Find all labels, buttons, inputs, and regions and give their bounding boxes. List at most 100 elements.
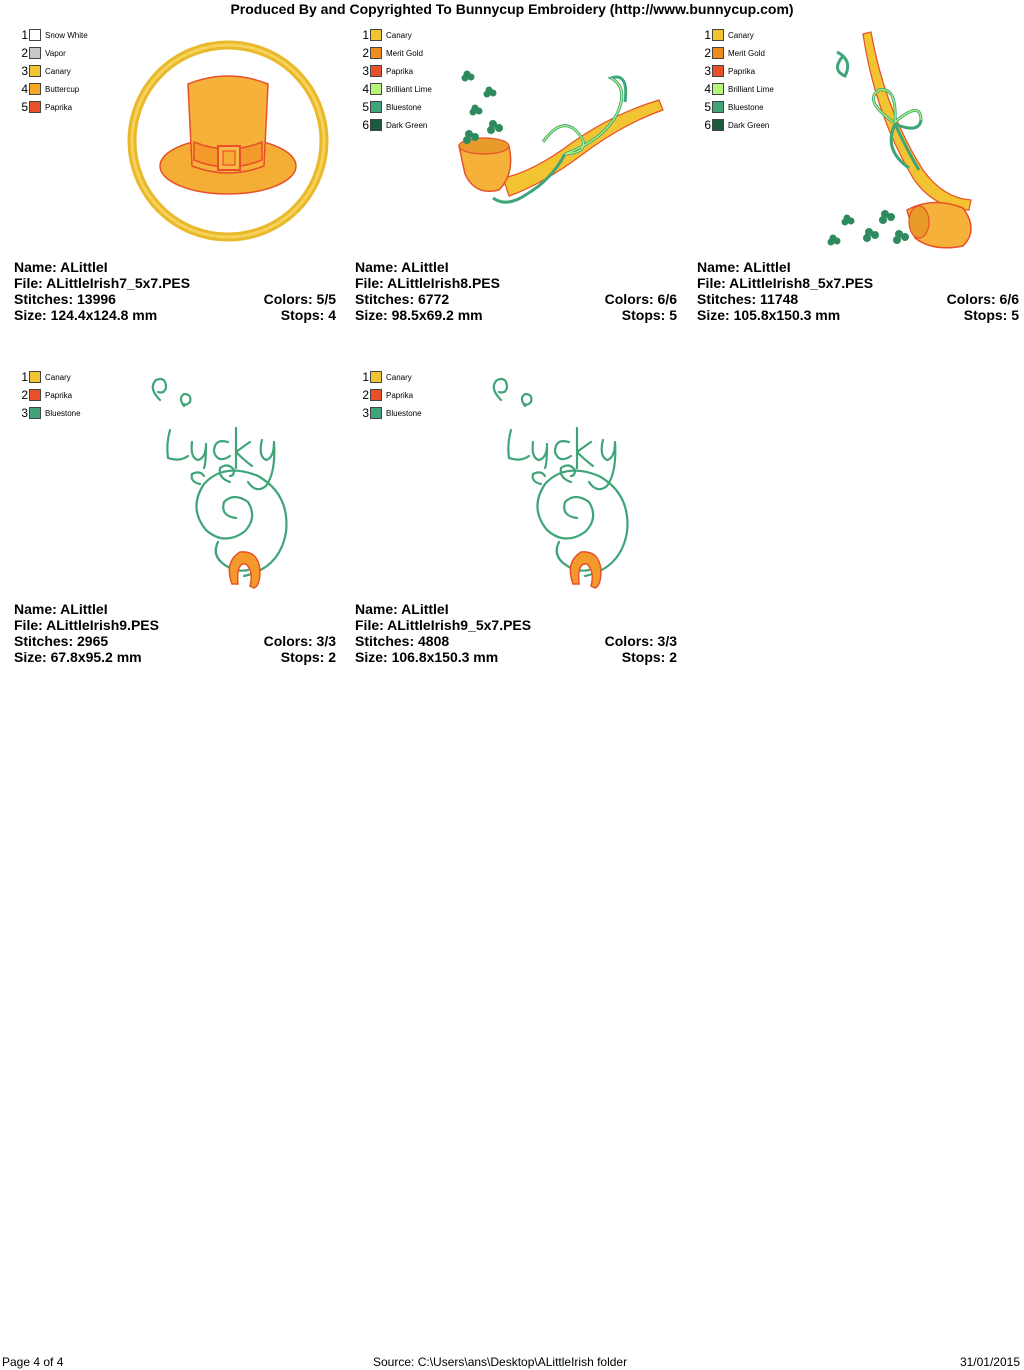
color-swatch [712,119,724,131]
color-swatch [29,83,41,95]
design-stitches: Stitches: 11748 [697,291,799,307]
design-colors: Colors: 3/3 [263,633,336,649]
color-number: 2 [21,46,28,60]
lucky-5x7-design-image [492,377,629,589]
color-number: 5 [704,100,711,114]
lucky-design-image [151,377,288,589]
color-number: 6 [704,118,711,132]
color-name: Canary [45,372,71,382]
design-info: Name: ALittleI File: ALittleIrish9.PES S… [14,601,336,665]
design-size: Size: 124.4x124.8 mm [14,307,158,323]
color-number: 5 [21,100,28,114]
color-number: 3 [21,406,28,420]
pipe-vertical-design-image [827,31,972,249]
color-swatch [370,389,382,401]
color-swatch [712,83,724,95]
color-number: 3 [362,64,369,78]
design-colors: Colors: 5/5 [263,291,336,307]
page-number: Page 4 of 4 [2,1355,64,1369]
design-size: Size: 67.8x95.2 mm [14,649,142,665]
color-number: 4 [21,82,28,96]
color-legend-row: 2 Vapor [18,44,88,62]
design-size: Size: 98.5x69.2 mm [355,307,483,323]
color-legend-row: 1 Canary [701,26,774,44]
color-name: Canary [728,30,754,40]
color-name: Canary [386,372,412,382]
color-number: 4 [362,82,369,96]
color-number: 1 [362,370,369,384]
color-legend-row: 6 Dark Green [701,116,774,134]
color-name: Dark Green [728,120,770,130]
color-name: Bluestone [386,102,422,112]
color-swatch [370,29,382,41]
design-colors: Colors: 3/3 [604,633,677,649]
color-swatch [370,83,382,95]
color-number: 3 [704,64,711,78]
color-number: 2 [362,388,369,402]
color-name: Merit Gold [386,48,423,58]
color-name: Snow White [45,30,88,40]
design-name: Name: ALittleI [697,259,791,275]
color-swatch [370,371,382,383]
color-name: Paprika [45,102,73,112]
design-stops: Stops: 4 [280,307,336,323]
design-name: Name: ALittleI [14,601,108,617]
color-swatch [370,119,382,131]
design-file: File: ALittleIrish8_5x7.PES [697,275,874,291]
color-name: Bluestone [45,408,81,418]
design-size: Size: 106.8x150.3 mm [355,649,499,665]
color-name: Vapor [45,48,66,58]
color-swatch [29,29,41,41]
color-name: Bluestone [728,102,764,112]
design-name: Name: ALittleI [355,601,449,617]
color-number: 6 [362,118,369,132]
color-swatch [29,389,41,401]
color-name: Dark Green [386,120,428,130]
page-footer: Page 4 of 4 Source: C:\Users\ans\Desktop… [0,1354,1024,1370]
design-stops: Stops: 5 [963,307,1019,323]
color-number: 1 [704,28,711,42]
design-info: Name: ALittleI File: ALittleIrish7_5x7.P… [14,259,336,323]
design-stops: Stops: 5 [621,307,677,323]
color-swatch [29,65,41,77]
color-swatch [29,407,41,419]
color-swatch [370,101,382,113]
design-file: File: ALittleIrish7_5x7.PES [14,275,191,291]
color-swatch [712,29,724,41]
color-legend-row: 5 Paprika [18,98,88,116]
color-name: Merit Gold [728,48,765,58]
color-legend-row: 6 Dark Green [359,116,432,134]
color-name: Bluestone [386,408,422,418]
color-legend-row: 5 Bluestone [701,98,774,116]
color-swatch [712,47,724,59]
color-swatch [370,65,382,77]
color-name: Canary [45,66,71,76]
design-stitches: Stitches: 13996 [14,291,116,307]
color-name: Paprika [728,66,756,76]
pipe-design-image [458,70,664,204]
design-colors: Colors: 6/6 [604,291,677,307]
design-file: File: ALittleIrish9.PES [14,617,159,633]
design-name: Name: ALittleI [355,259,449,275]
design-info: Name: ALittleI File: ALittleIrish8.PES S… [355,259,677,323]
print-date: 31/01/2015 [959,1355,1020,1369]
color-number: 5 [362,100,369,114]
color-name: Paprika [386,66,414,76]
color-legend-row: 3 Paprika [359,62,432,80]
page-title: Produced By and Copyrighted To Bunnycup … [230,1,794,17]
